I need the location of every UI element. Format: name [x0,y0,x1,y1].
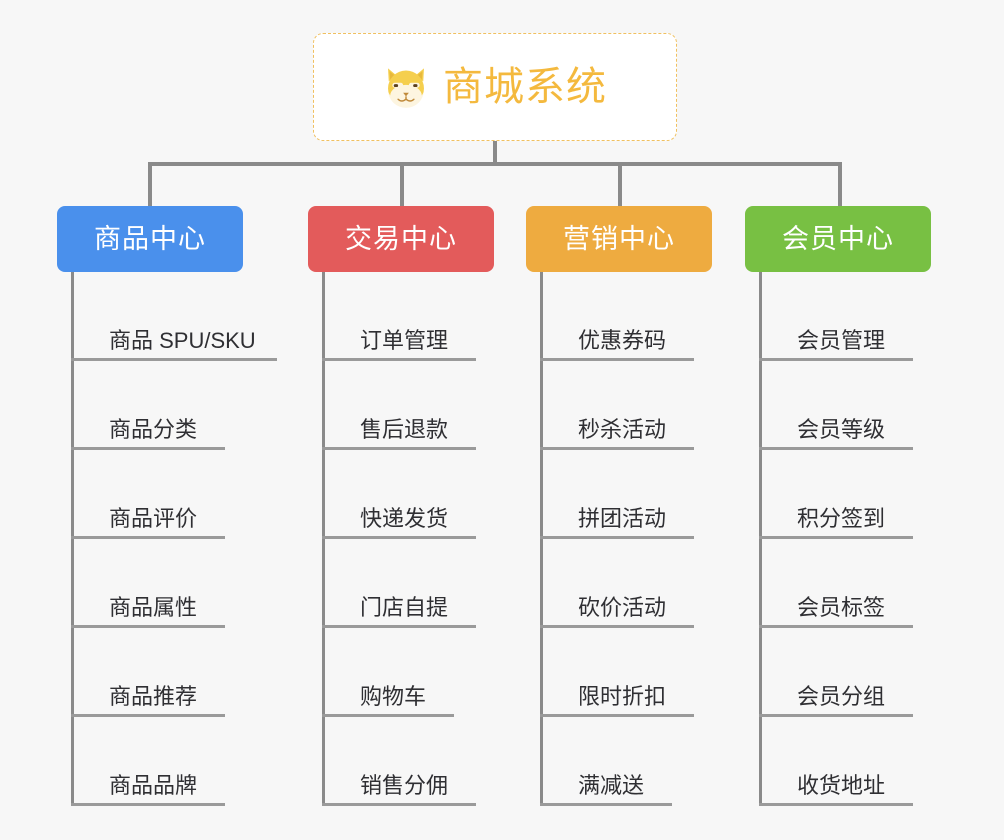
leaf-item-label: 订单管理 [360,328,449,353]
leaf-item[interactable]: 拼团活动 [540,450,694,539]
leaf-item-label: 商品 SPU/SKU [109,328,256,353]
leaf-item[interactable]: 购物车 [322,628,454,717]
leaf-column-1: 商品 SPU/SKU 商品分类商品评价商品属性商品推荐商品品牌 [71,272,277,806]
connector-root-stem [493,141,497,164]
leaf-item-label: 会员分组 [797,684,886,709]
leaf-item[interactable]: 快递发货 [322,450,476,539]
leaf-item[interactable]: 门店自提 [322,539,476,628]
leaf-item[interactable]: 秒杀活动 [540,361,694,450]
leaf-item-label: 商品分类 [109,417,198,442]
leaf-item-label: 会员管理 [797,328,886,353]
leaf-item-label: 优惠券码 [578,328,667,353]
leaf-item[interactable]: 商品分类 [71,361,256,450]
leaf-item-label: 商品评价 [109,506,198,531]
leaf-item[interactable]: 收货地址 [759,717,913,806]
leaf-item-underline [759,447,913,450]
leaf-item-label: 快递发货 [360,506,449,531]
leaf-item[interactable]: 满减送 [540,717,672,806]
leaf-item-label: 商品品牌 [109,773,198,798]
leaf-item-underline [540,358,694,361]
leaf-item[interactable]: 会员标签 [759,539,913,628]
connector-horizontal-bus [148,162,842,166]
leaf-item[interactable]: 销售分佣 [322,717,476,806]
category-box-1[interactable]: 商品中心 [57,206,243,272]
category-label: 营销中心 [563,223,675,254]
leaf-item[interactable]: 商品属性 [71,539,256,628]
leaf-item-underline [71,625,225,628]
leaf-item-underline [322,625,476,628]
root-node-mall-system[interactable]: 商城系统 [313,33,677,141]
leaf-item-label: 满减送 [578,773,645,798]
leaf-item[interactable]: 会员分组 [759,628,913,717]
leaf-item-underline [71,803,225,806]
leaf-item[interactable]: 商品品牌 [71,717,256,806]
connector-drop-4 [838,162,842,206]
leaf-item-label: 商品推荐 [109,684,198,709]
leaf-item-underline [540,536,694,539]
category-label: 商品中心 [94,223,206,254]
leaf-item[interactable]: 限时折扣 [540,628,694,717]
leaf-column-2: 订单管理售后退款快递发货门店自提购物车销售分佣 [322,272,476,806]
leaf-item[interactable]: 砍价活动 [540,539,694,628]
category-box-4[interactable]: 会员中心 [745,206,931,272]
leaf-item-underline [759,625,913,628]
leaf-item-underline [322,536,476,539]
leaf-item[interactable]: 售后退款 [322,361,476,450]
connector-drop-2 [400,162,404,206]
leaf-item[interactable]: 优惠券码 [540,272,694,361]
leaf-item-label: 售后退款 [360,417,449,442]
leaf-item-label: 购物车 [360,684,427,709]
category-label: 会员中心 [782,223,894,254]
leaf-item-underline [71,447,225,450]
leaf-item-underline [540,714,694,717]
leaf-item-underline [759,358,913,361]
leaf-item-label: 砍价活动 [578,595,667,620]
connector-spine-2 [322,272,325,806]
leaf-item-underline [71,536,225,539]
leaf-item-underline [759,536,913,539]
leaf-item-label: 商品属性 [109,595,198,620]
leaf-item-label: 秒杀活动 [578,417,667,442]
leaf-item[interactable]: 商品 SPU/SKU [71,272,277,361]
leaf-item[interactable]: 会员管理 [759,272,913,361]
leaf-item[interactable]: 商品推荐 [71,628,256,717]
leaf-item-underline [322,714,454,717]
root-node-title: 商城系统 [443,65,607,109]
leaf-item-underline [540,625,694,628]
leaf-item-underline [322,803,476,806]
leaf-item-underline [540,803,672,806]
category-box-2[interactable]: 交易中心 [308,206,494,272]
leaf-item-label: 拼团活动 [578,506,667,531]
leaf-item-underline [71,358,277,361]
shiba-dog-icon [388,68,424,108]
leaf-item[interactable]: 会员等级 [759,361,913,450]
leaf-column-4: 会员管理会员等级积分签到会员标签会员分组收货地址 [759,272,913,806]
category-box-3[interactable]: 营销中心 [526,206,712,272]
leaf-item-underline [71,714,225,717]
leaf-item[interactable]: 积分签到 [759,450,913,539]
leaf-item-label: 销售分佣 [360,773,449,798]
connector-spine-1 [71,272,74,806]
leaf-item-label: 收货地址 [797,773,886,798]
leaf-item-underline [540,447,694,450]
leaf-item[interactable]: 商品评价 [71,450,256,539]
leaf-item-underline [759,714,913,717]
connector-spine-3 [540,272,543,806]
leaf-item-label: 积分签到 [797,506,886,531]
leaf-item-label: 限时折扣 [578,684,667,709]
connector-spine-4 [759,272,762,806]
leaf-item-underline [322,358,476,361]
leaf-item-underline [322,447,476,450]
leaf-item-label: 门店自提 [360,595,449,620]
leaf-item[interactable]: 订单管理 [322,272,476,361]
connector-drop-3 [618,162,622,206]
category-label: 交易中心 [345,223,457,254]
leaf-item-label: 会员等级 [797,417,886,442]
leaf-column-3: 优惠券码秒杀活动拼团活动砍价活动限时折扣满减送 [540,272,694,806]
leaf-item-underline [759,803,913,806]
leaf-item-label: 会员标签 [797,595,886,620]
connector-drop-1 [148,162,152,206]
